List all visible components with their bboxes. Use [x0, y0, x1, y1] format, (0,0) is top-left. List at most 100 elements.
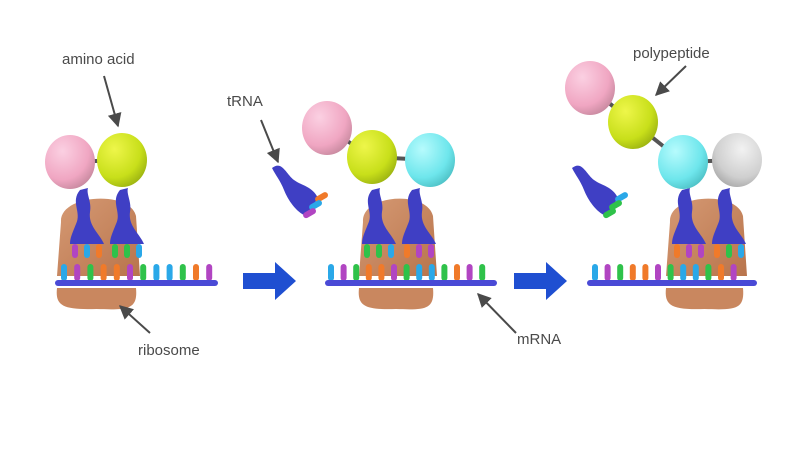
mrna-base [193, 264, 199, 281]
anticodon-base [714, 244, 720, 258]
anticodon-base [376, 244, 382, 258]
mrna-base [680, 264, 687, 281]
anticodon-base [416, 244, 422, 258]
amino-acid-yellow [347, 130, 397, 184]
anticodon-base [615, 192, 629, 203]
amino-acid-yellow [608, 95, 658, 149]
polypeptide-label: polypeptide [633, 45, 710, 62]
mrna-backbone [325, 280, 497, 286]
anticodon-base [609, 200, 623, 211]
step-3-group [565, 61, 762, 310]
mrna-base [87, 264, 94, 281]
trna-pointer [260, 119, 280, 164]
mrna-base [74, 264, 81, 281]
anticodon-base [72, 244, 78, 258]
ribosome-small-subunit [665, 288, 744, 310]
amino-acid-label: amino acid [62, 51, 135, 68]
polypeptide-pointer [654, 65, 687, 96]
trna-bound [362, 188, 396, 258]
anticodon-base [96, 244, 102, 258]
anticodon-base [309, 200, 323, 211]
mrna-base [629, 264, 636, 281]
mrna-base [466, 264, 473, 281]
mrna-base [692, 264, 699, 281]
ribosome-small-subunit [56, 288, 137, 310]
anticodon-base [698, 244, 704, 258]
trna-body [70, 188, 104, 244]
anticodon-base [686, 244, 692, 258]
trna-body [272, 165, 318, 216]
anticodon-base [404, 244, 410, 258]
mrna-base [441, 264, 448, 281]
trna-body [402, 188, 436, 244]
anticodon-base [84, 244, 90, 258]
mrna-base [353, 264, 360, 281]
mrna-label: mRNA [517, 331, 561, 348]
mrna-pointer [477, 292, 517, 334]
mrna-base [179, 264, 186, 281]
mrna-base [206, 264, 213, 281]
anticodon-base [388, 244, 394, 258]
mrna-base [592, 264, 598, 281]
trna-label: tRNA [227, 93, 263, 110]
trna-body [362, 188, 396, 244]
amino-acid-cyan [658, 135, 708, 189]
process-arrow-1 [243, 262, 296, 300]
mrna-base [153, 264, 160, 281]
mrna-base [730, 264, 737, 281]
mrna-backbone [587, 280, 757, 286]
trna-free [272, 165, 329, 219]
anticodon-base [726, 244, 732, 258]
mrna-base [166, 264, 173, 281]
mrna-base [340, 264, 347, 281]
mrna-base [604, 264, 611, 281]
ribosome-pointer [118, 305, 151, 334]
mrna-base [454, 264, 460, 281]
mrna-base [617, 264, 624, 281]
trna-body [110, 188, 144, 244]
anticodon-base [303, 208, 317, 219]
mrna-base [642, 264, 649, 281]
anticodon-base [603, 208, 617, 219]
anticodon-base [674, 244, 680, 258]
mrna-base [428, 264, 435, 281]
mrna-base [718, 264, 724, 281]
amino-acid-pink [565, 61, 615, 115]
ribosome-small-subunit [358, 288, 434, 310]
trna-free [572, 165, 629, 219]
mrna-base [365, 264, 372, 281]
trna-body [572, 165, 618, 216]
anticodon-base [315, 192, 329, 203]
amino-acid-pink [45, 135, 95, 189]
mrna-base [655, 264, 661, 281]
trna-bound [70, 188, 104, 258]
mrna-base [378, 264, 385, 281]
anticodon-base [136, 244, 142, 258]
step-2-group [272, 101, 497, 310]
mrna-base [140, 264, 147, 281]
amino-acid-grey [712, 133, 762, 187]
trna-bound [672, 188, 706, 258]
step-1-group [45, 133, 218, 310]
ribosome-label: ribosome [138, 342, 200, 359]
amino-acid-cyan [405, 133, 455, 187]
mrna-base [113, 264, 120, 281]
mrna-backbone [55, 280, 218, 286]
trna-bound [110, 188, 144, 258]
mrna-base [705, 264, 712, 281]
mrna-base [127, 264, 133, 281]
mrna-base [328, 264, 334, 281]
mrna-base [667, 264, 674, 281]
anticodon-base [738, 244, 744, 258]
anticodon-base [112, 244, 118, 258]
mrna-base [479, 264, 486, 281]
anticodon-base [428, 244, 434, 258]
trna-bound [402, 188, 436, 258]
mrna-base [61, 264, 67, 281]
mrna-base [416, 264, 423, 281]
anticodon-base [124, 244, 130, 258]
process-arrow-2 [514, 262, 567, 300]
anticodon-base [364, 244, 370, 258]
trna-body [712, 188, 746, 244]
